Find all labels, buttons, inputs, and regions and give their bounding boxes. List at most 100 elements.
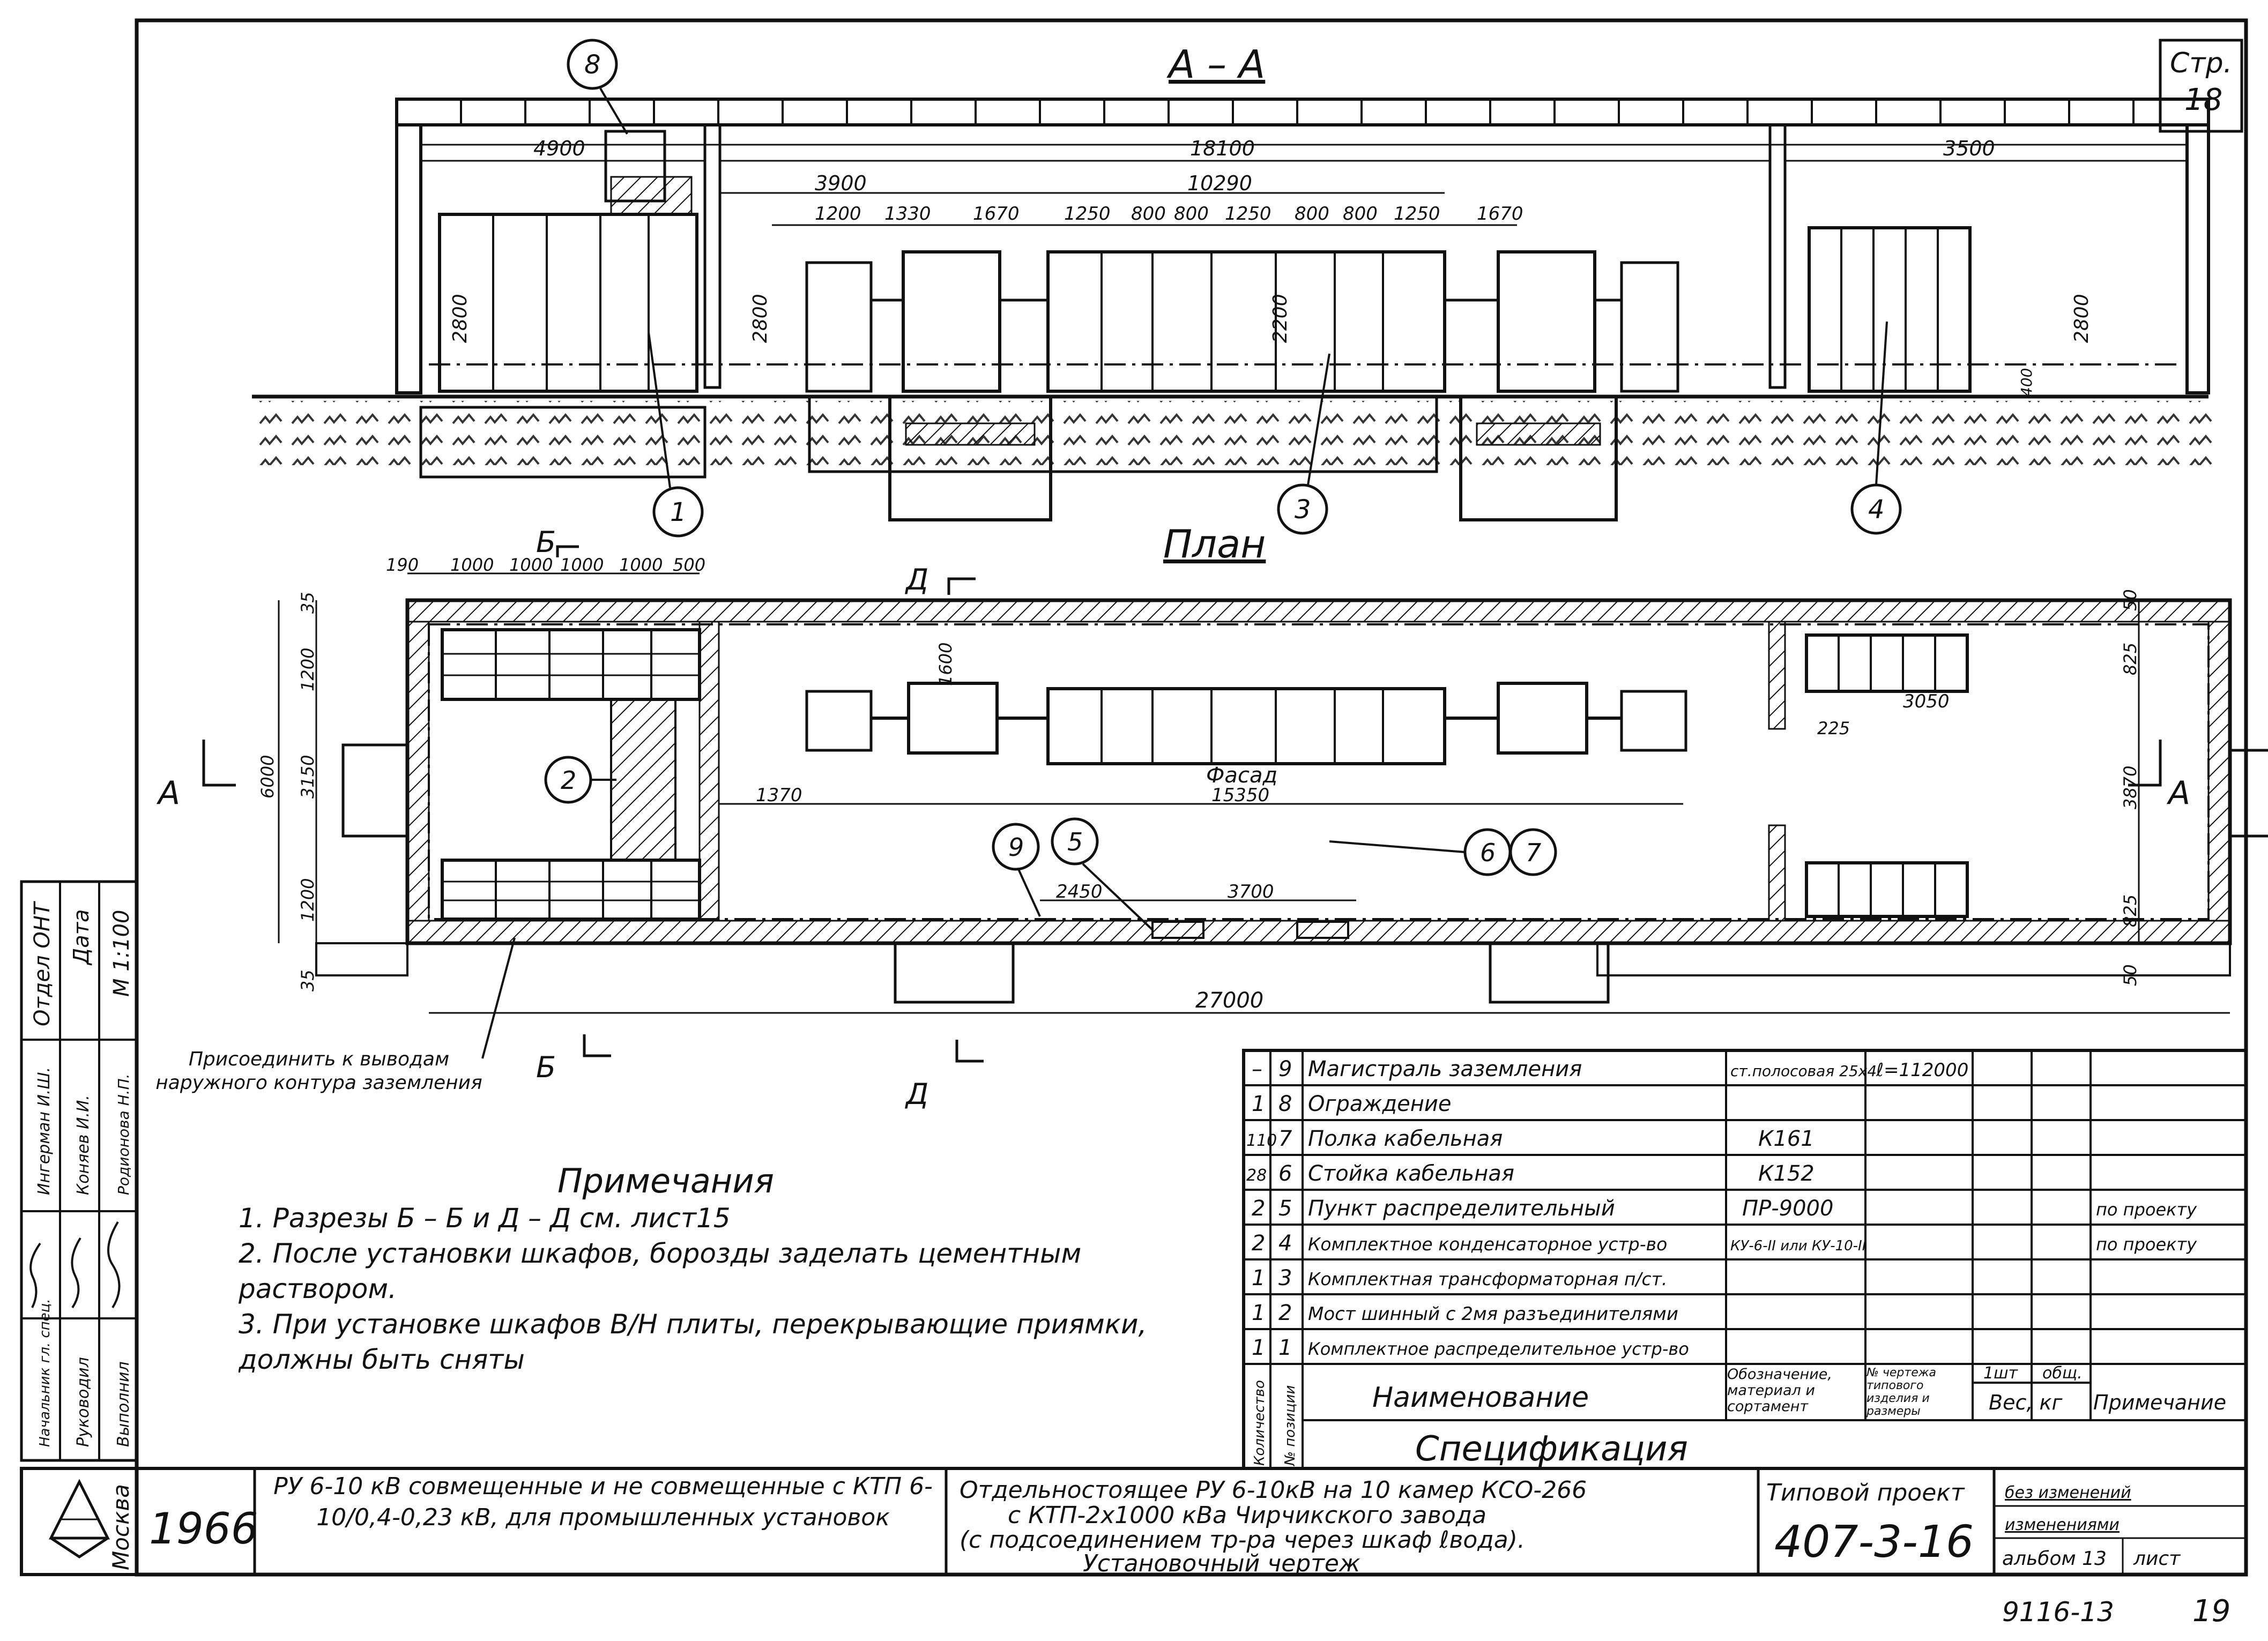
callout-label: 7: [1526, 838, 1541, 867]
cell-dim: 1670: [1477, 203, 1523, 225]
callout-label: 6: [1480, 838, 1496, 867]
note-item-3: 3. При установке шкафов В/Н плиты, перек…: [239, 1309, 1147, 1375]
callout-label: 4: [1868, 495, 1885, 525]
spec-qty: 2: [1252, 1231, 1265, 1256]
callout-4: 4: [1850, 321, 1902, 535]
spec-qty: 1: [1252, 1301, 1265, 1325]
dim-aa-4: 3900: [815, 171, 867, 195]
dim-aa-3: 3500: [1943, 137, 1995, 160]
cell-dim: 1250: [1064, 203, 1111, 225]
spec-pos: 1: [1278, 1336, 1292, 1360]
section-aa-dimensions: [421, 160, 2187, 226]
spec-pos: 8: [1278, 1092, 1292, 1116]
callout-label: 2: [561, 766, 576, 795]
dim-aa-2: 18100: [1190, 137, 1255, 160]
series-title: РУ 6-10 кВ совмещенные и не совмещенные …: [273, 1473, 933, 1531]
plan-dim: 2450: [1056, 881, 1103, 902]
roof-slab: [395, 98, 2210, 126]
height-2: 2800: [749, 294, 771, 343]
revision-2: изменениями: [2005, 1516, 2120, 1534]
plan-dim: 3870: [2120, 766, 2140, 809]
city: Москва: [108, 1484, 134, 1570]
note-item-1: 1. Разрезы Б – Б и Д – Д см. лист15: [239, 1203, 731, 1234]
plan-dim: 825: [2120, 643, 2140, 675]
dim-aa-1: 4900: [533, 137, 585, 160]
door-bottom-1: [894, 942, 1015, 1004]
plan-dim: 3050: [1903, 691, 1950, 712]
cable-channel-left: [419, 406, 707, 479]
plan-dim: 3150: [298, 755, 318, 799]
page-number: 19: [2192, 1594, 2230, 1629]
spec-header-pos: № позиции: [1282, 1385, 1298, 1467]
ktp-substation: [805, 250, 1679, 393]
plan-kru-top: [441, 628, 701, 701]
organization-logo: [48, 1479, 110, 1558]
spec-qty: 110: [1246, 1131, 1277, 1150]
plan-capacitor-bottom: [1805, 861, 1969, 918]
callout-8: 8: [567, 39, 628, 135]
overall-length: 27000: [1195, 988, 1263, 1013]
callout-label: 8: [584, 50, 601, 80]
plan-dim: 1000: [619, 555, 663, 575]
spec-name: Комплектная трансформаторная п/ст.: [1308, 1269, 1667, 1289]
section-mark-d: Д: [905, 1077, 928, 1111]
height-4: 2800: [2071, 294, 2093, 343]
spec-header-qty: Количество: [1252, 1380, 1268, 1466]
specification-table: – 9 Магистраль заземления ст.полосовая 2…: [1242, 1049, 2248, 1470]
height-1: 2800: [449, 294, 471, 343]
plan-dim: 1000: [509, 555, 553, 575]
spec-pos: 7: [1278, 1127, 1292, 1151]
height-5: 400: [2018, 368, 2035, 397]
signature: [71, 1237, 81, 1309]
section-aa: А – А: [252, 39, 2214, 538]
sheet-word: лист: [2133, 1548, 2181, 1570]
cell-dim: 1250: [1225, 203, 1271, 225]
plan-capacitor-top: [1805, 633, 1969, 693]
plan-dim: 1370: [756, 785, 802, 806]
right-wall: [2185, 123, 2210, 394]
plan-dim: 35: [298, 592, 318, 614]
section-mark-a: А: [156, 774, 180, 812]
height-3: 2200: [1269, 294, 1291, 343]
cell-dimensions: 1200 1330 1670 1250 800 800 1250 800 800…: [815, 203, 1523, 225]
cell-dim: 1200: [815, 203, 861, 225]
spec-designation: ст.полосовая 25х4: [1730, 1062, 1877, 1080]
cell-dim: 800: [1295, 203, 1329, 225]
callout-9: 9: [992, 823, 1041, 917]
facade-length: 15350: [1211, 785, 1269, 806]
plan-dim: 50: [2120, 589, 2140, 611]
spec-name: Стойка кабельная: [1308, 1161, 1514, 1186]
title-block: Москва 1966 РУ 6-10 кВ совмещенные и не …: [20, 1467, 2248, 1577]
cell-dim: 800: [1174, 203, 1209, 225]
partition-right: [1768, 123, 1787, 389]
stamp-role: Выполнил: [114, 1361, 133, 1447]
roof-panels: [460, 99, 2135, 125]
signature: [29, 1242, 41, 1308]
facade-label: Фасад: [1206, 763, 1277, 788]
ground-soil: [252, 401, 2214, 465]
section-mark-b: Б: [536, 1050, 556, 1084]
drawing-title-2: с КТП-2х1000 кВа Чирчикского завода: [1008, 1502, 1486, 1529]
revision-1: без изменений: [2005, 1483, 2131, 1502]
busbar-bridge: [610, 698, 676, 861]
spec-designation: К161: [1758, 1127, 1815, 1151]
stamp-role: Начальник гл. спец.: [37, 1299, 53, 1447]
notes-title: Примечания: [557, 1161, 774, 1200]
spec-designation: КУ-6-II или КУ-10-II: [1730, 1238, 1866, 1254]
section-mark-d: Д: [905, 563, 928, 596]
partition-left: [703, 123, 722, 389]
plan-dim: 1200: [298, 648, 318, 691]
plan-dim: 1200: [298, 878, 318, 922]
plan-right-dims: 50 825 3870 825 50: [2120, 589, 2140, 986]
cell-dim: 1330: [884, 203, 931, 225]
callout-7: 7: [1509, 828, 1557, 876]
stamp-dept: Отдел ОНТ: [30, 900, 55, 1026]
plan-dim: 6000: [257, 755, 278, 799]
spec-header-designation: Обозначение, материал и сортамент: [1727, 1367, 1832, 1415]
callout-label: 3: [1295, 495, 1311, 525]
ground-note-text: Присоединить к выводам наружного контура…: [155, 1048, 482, 1094]
drawing-title-1: Отдельностоящее РУ 6-10кВ на 10 камер КС…: [960, 1476, 1587, 1504]
plan-title: План: [1163, 521, 1266, 566]
callout-label: 1: [670, 497, 687, 527]
